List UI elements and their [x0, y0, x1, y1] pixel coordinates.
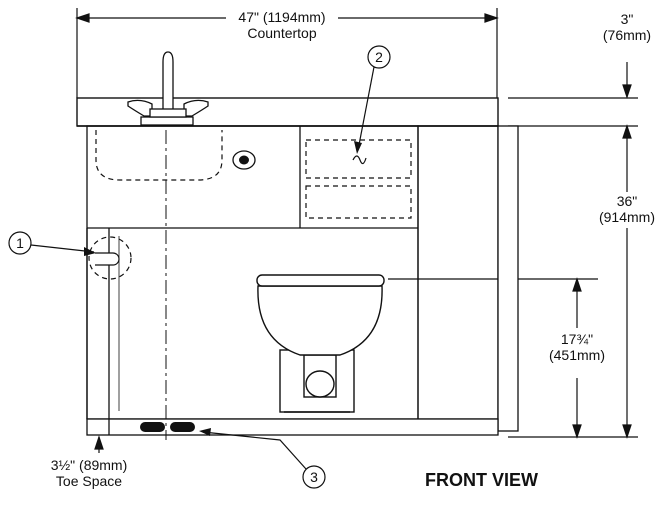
paper-squiggle-icon: [352, 155, 367, 165]
callout-3-label: 3: [310, 469, 318, 485]
callout-3: [199, 428, 326, 489]
seat-dimension-in: 17¾": [561, 331, 593, 347]
width-dimension: [75, 8, 499, 98]
width-dimension-label: Countertop: [247, 25, 316, 41]
callout-1: [8, 231, 96, 256]
flush-button-icon: [232, 150, 256, 170]
width-dimension-value: 47" (1194mm): [238, 9, 325, 25]
callout-2: [354, 45, 391, 154]
seat-dimension-mm: (451mm): [549, 347, 605, 363]
top-dimension-mm: (76mm): [603, 27, 651, 43]
callout-2-label: 2: [375, 49, 383, 65]
toe-space-label: Toe Space: [56, 473, 122, 489]
seat-height-dimension: [388, 277, 598, 439]
height-dimension: [508, 124, 638, 439]
dispenser-compartment: [305, 139, 412, 219]
sink-bowl: [95, 130, 223, 181]
view-title: FRONT VIEW: [425, 470, 538, 490]
toilet: [256, 274, 385, 413]
toe-space-dimension: [94, 435, 104, 453]
callout-1-label: 1: [16, 235, 24, 251]
countertop-thickness-dimension: [508, 62, 638, 127]
valve-icon: [88, 236, 132, 280]
height-dimension-mm: (914mm): [599, 209, 655, 225]
height-dimension-in: 36": [617, 193, 638, 209]
toe-space-value: 3½" (89mm): [51, 457, 128, 473]
top-dimension-in: 3": [621, 11, 634, 27]
faucet: [127, 51, 209, 126]
vent-slots-icon: [140, 422, 195, 432]
